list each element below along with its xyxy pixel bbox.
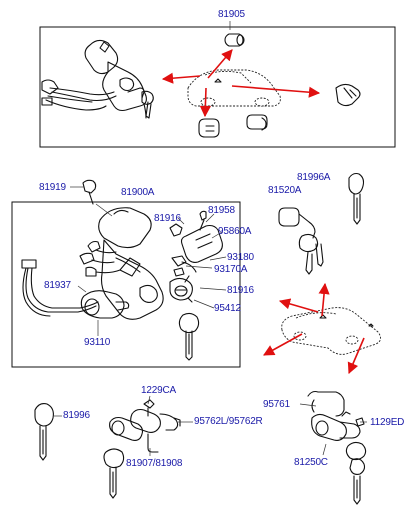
ignition-switch-module — [169, 210, 223, 277]
label-81905: 81905 — [218, 9, 245, 20]
label-81996: 81996 — [63, 410, 90, 421]
label-1129ed: 1129ED — [370, 417, 405, 428]
label-95761: 95761 — [263, 399, 290, 410]
label-81916-upper: 81916 — [154, 213, 181, 224]
steering-lock-body — [98, 207, 193, 320]
key-81996a — [348, 172, 365, 225]
arrows-mid — [263, 282, 365, 375]
leader-lines-mid — [70, 186, 227, 336]
car-outline-top — [187, 69, 281, 107]
label-81250c: 81250C — [294, 457, 328, 468]
arrows-top — [161, 49, 321, 118]
lock-assembly-box-81900a — [11, 201, 241, 368]
wiring-harness-mid — [21, 240, 121, 317]
label-95762l-95762r: 95762L/95762R — [194, 416, 263, 427]
label-81900a: 81900A — [121, 187, 155, 198]
ignition-cylinder-93110 — [80, 290, 130, 319]
trunk-lock-81250c — [307, 390, 367, 505]
label-81996a: 81996A — [297, 172, 331, 183]
label-95860a: 95860A — [218, 226, 252, 237]
label-81958: 81958 — [208, 205, 235, 216]
label-81937: 81937 — [44, 280, 71, 291]
label-81520a: 81520A — [268, 185, 302, 196]
label-93110: 93110 — [84, 337, 111, 348]
door-lock-81907 — [103, 399, 181, 499]
label-95412: 95412 — [214, 303, 241, 314]
leader-lines-bottom — [54, 395, 367, 456]
label-93170a: 93170A — [214, 264, 248, 275]
kit-box-81905 — [39, 21, 396, 148]
label-81919: 81919 — [39, 182, 66, 193]
car-outline-mid — [281, 307, 381, 355]
bolt-81919 — [82, 179, 97, 205]
key-81996 — [34, 403, 54, 461]
label-93180: 93180 — [227, 252, 254, 263]
key-95412 — [178, 312, 200, 361]
label-1229ca: 1229CA — [141, 385, 176, 396]
label-81907-81908: 81907/81908 — [126, 458, 183, 469]
ignition-lock-assembly-top — [41, 39, 154, 119]
key-cylinder-parts-top — [198, 33, 361, 138]
trunk-lock-81520a — [278, 207, 324, 275]
label-81916-lower: 81916 — [227, 285, 254, 296]
